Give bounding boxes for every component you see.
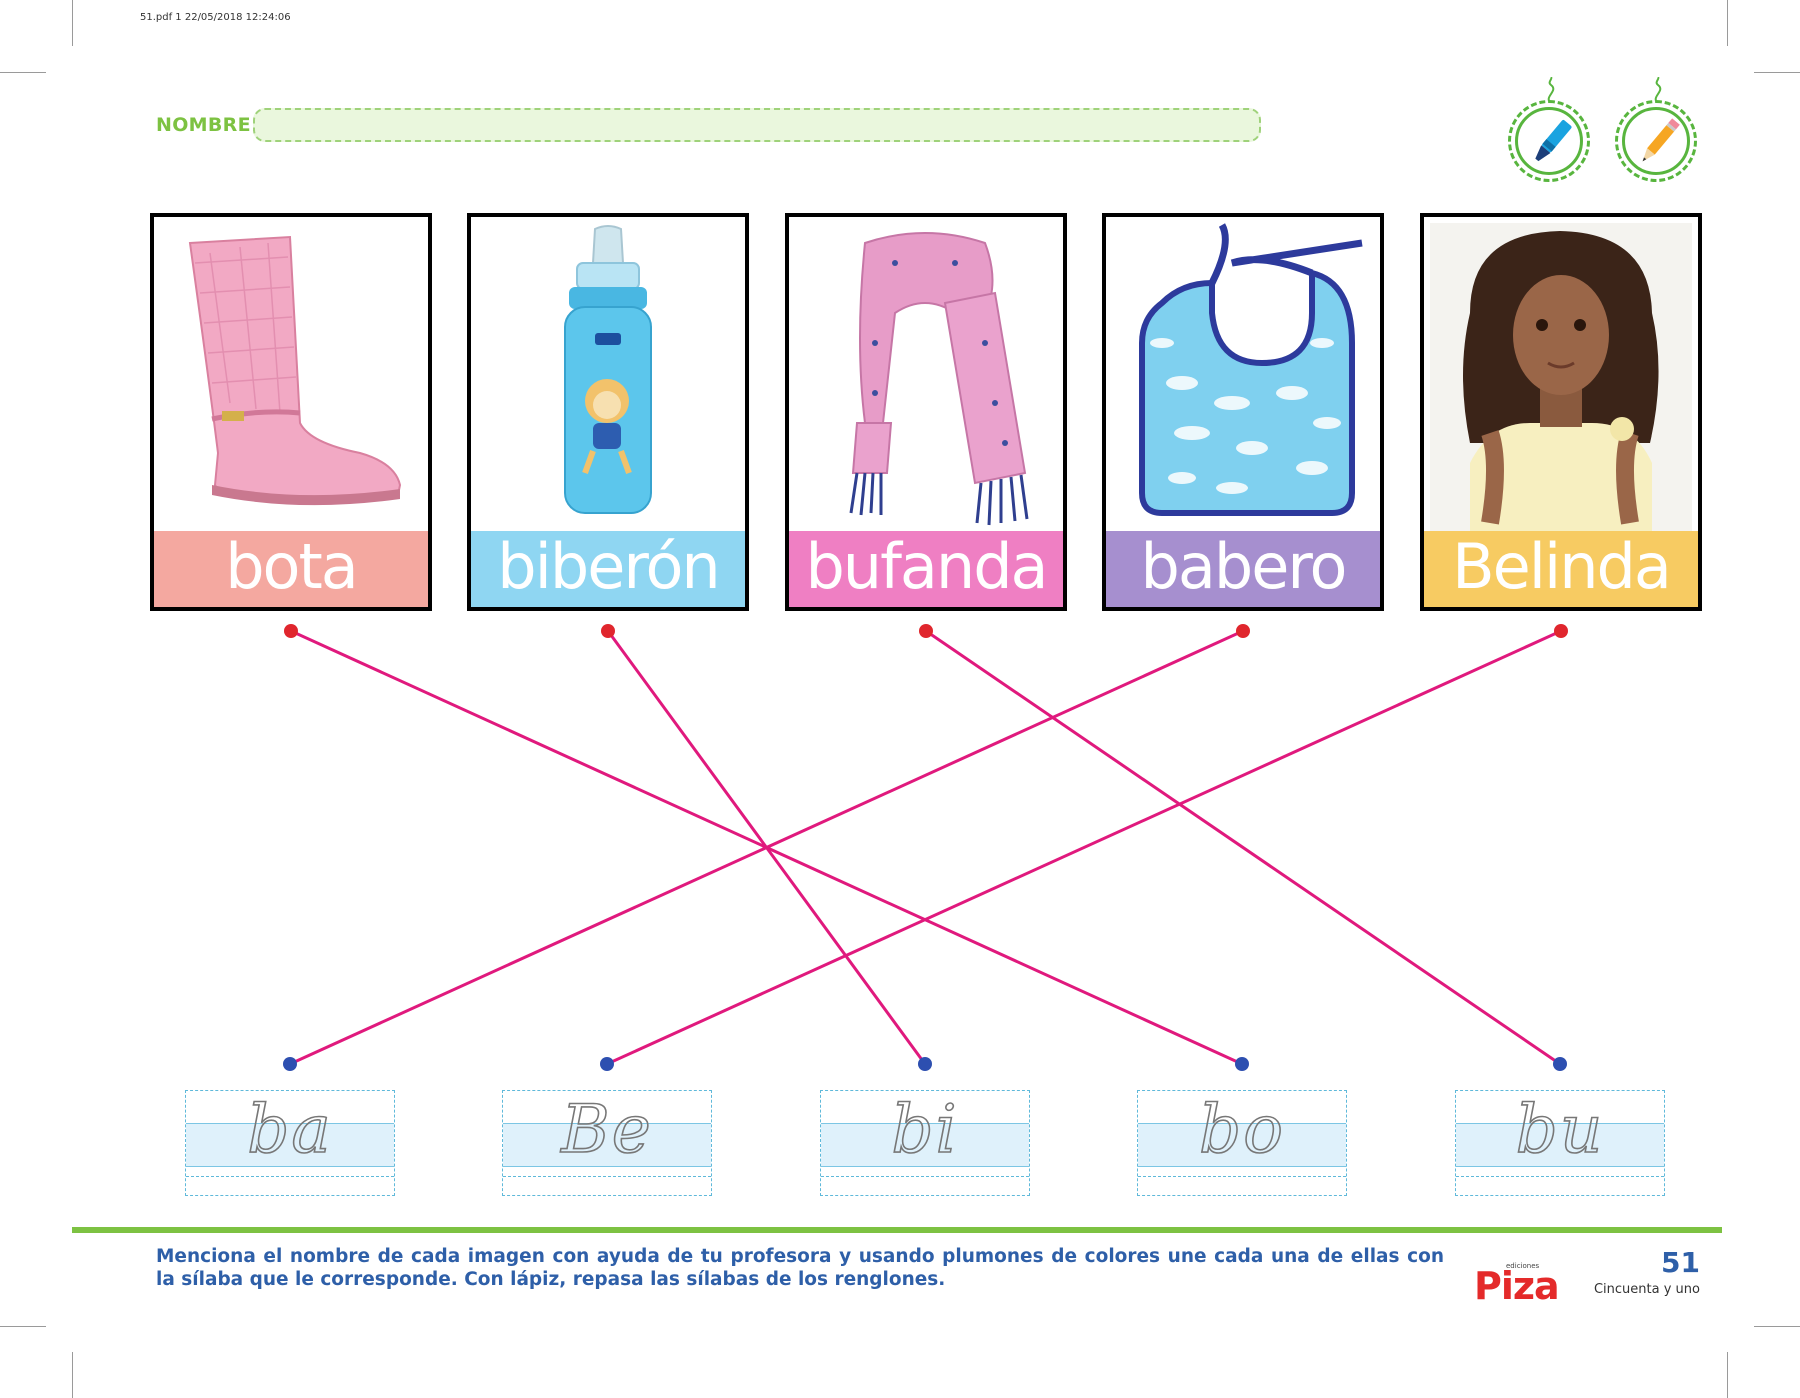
word-band: Belinda — [1424, 531, 1698, 607]
word-dot[interactable] — [284, 624, 298, 638]
squiggle-icon — [1654, 77, 1662, 103]
word-band: bota — [154, 531, 428, 607]
card-word: biberón — [497, 530, 720, 603]
syllable-trace: bu — [1515, 1091, 1605, 1168]
syllable-dot[interactable] — [283, 1057, 297, 1071]
name-label: NOMBRE: — [156, 114, 259, 136]
word-dot[interactable] — [601, 624, 615, 638]
crop-mark — [72, 0, 73, 46]
page-number: 51 — [1661, 1246, 1700, 1279]
word-band: babero — [1106, 531, 1380, 607]
instructions: Menciona el nombre de cada imagen con ay… — [156, 1246, 1444, 1290]
marker-icon — [1535, 120, 1572, 162]
word-band: biberón — [471, 531, 745, 607]
publisher-small: ediciones — [1506, 1262, 1540, 1270]
syllable-dot[interactable] — [600, 1057, 614, 1071]
card-belinda: Belinda — [1420, 213, 1702, 611]
syllable-dot[interactable] — [918, 1057, 932, 1071]
crop-mark — [1727, 1352, 1728, 1398]
card-word: Belinda — [1452, 530, 1672, 603]
crop-mark — [1754, 72, 1800, 73]
syllable-box-bi[interactable]: bi — [820, 1090, 1030, 1196]
crop-mark — [0, 1326, 46, 1327]
card-biberon: biberón — [467, 213, 749, 611]
crop-mark — [1754, 1326, 1800, 1327]
syllable-box-Be[interactable]: Be — [502, 1090, 712, 1196]
syllable-box-bu[interactable]: bu — [1455, 1090, 1665, 1196]
baby-bottle-image — [477, 223, 739, 533]
syllable-trace: ba — [246, 1091, 333, 1168]
syllable-trace: Be — [560, 1091, 653, 1168]
match-line-Be — [606, 629, 1562, 1066]
card-bota: bota — [150, 213, 432, 611]
match-line-ba — [289, 629, 1244, 1066]
card-bufanda: bufanda — [785, 213, 1067, 611]
word-dot[interactable] — [1236, 624, 1250, 638]
publisher-logo: Piza — [1474, 1264, 1560, 1308]
print-metadata: 51.pdf 1 22/05/2018 12:24:06 — [140, 12, 291, 23]
scarf-image — [795, 223, 1057, 533]
crop-mark — [0, 72, 46, 73]
pencil-icon — [1642, 118, 1680, 162]
syllable-trace: bo — [1198, 1091, 1285, 1168]
name-field[interactable] — [253, 108, 1261, 142]
crop-mark — [1727, 0, 1728, 46]
card-word: bufanda — [805, 530, 1048, 603]
match-line-bu — [925, 629, 1561, 1066]
syllable-trace: bi — [891, 1091, 959, 1168]
word-band: bufanda — [789, 531, 1063, 607]
crop-mark — [72, 1352, 73, 1398]
syllable-dot[interactable] — [1235, 1057, 1249, 1071]
card-babero: babero — [1102, 213, 1384, 611]
syllable-box-bo[interactable]: bo — [1137, 1090, 1347, 1196]
card-word: bota — [225, 530, 359, 603]
bib-image — [1112, 223, 1374, 533]
word-dot[interactable] — [1554, 624, 1568, 638]
syllable-box-ba[interactable]: ba — [185, 1090, 395, 1196]
syllable-dot[interactable] — [1553, 1057, 1567, 1071]
squiggle-icon — [1547, 77, 1555, 103]
boot-image — [160, 223, 422, 533]
pencil-badge — [1615, 77, 1697, 182]
card-word: babero — [1140, 530, 1348, 603]
footer-divider — [72, 1227, 1722, 1233]
word-dot[interactable] — [919, 624, 933, 638]
marker-badge — [1508, 77, 1590, 182]
page-number-words: Cincuenta y uno — [1593, 1282, 1700, 1297]
girl-image — [1430, 223, 1692, 533]
